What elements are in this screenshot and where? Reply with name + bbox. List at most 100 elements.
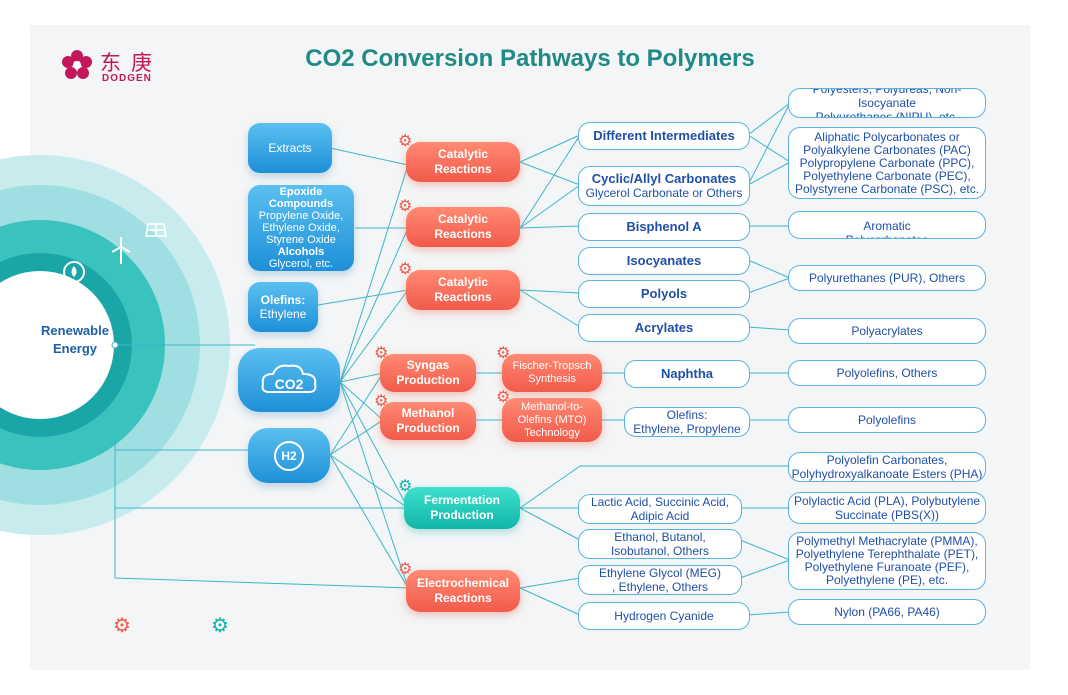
pur-label: Polyurethanes (PUR), Others: [808, 271, 966, 285]
catalytic-reactions-1: Catalytic Reactions: [406, 142, 520, 182]
bisphenol-label: Bisphenol A: [626, 219, 702, 234]
catalytic-2-label: Catalytic Reactions: [434, 212, 492, 241]
methanol-production: Methanol Production: [380, 402, 476, 440]
cyclic-allyl-carbonates: Cyclic/Allyl Carbonates Glycerol Carbona…: [578, 166, 750, 206]
polyolefins-others-label: Polyolefins, Others: [836, 366, 938, 380]
wind-turbine-icon: [108, 235, 134, 265]
alcohols-title: Alcohols: [277, 246, 325, 258]
bisphenol-a: Bisphenol A: [578, 213, 750, 241]
h2-label: H2: [274, 440, 304, 471]
product-polyacrylates: Polyacrylates: [788, 318, 986, 344]
product-pla: Polylactic Acid (PLA), Polybutylene Succ…: [788, 492, 986, 524]
extracts-box: Extracts: [248, 123, 332, 173]
methanol-label: Methanol Production: [396, 406, 460, 435]
pla-label: Polylactic Acid (PLA), Polybutylene Succ…: [793, 494, 981, 522]
inner-circle: [0, 271, 114, 419]
gear-icon: ⚙: [496, 389, 511, 406]
aromatic-label: Aromatic Polycarbonates: [846, 219, 929, 238]
syngas-label: Syngas Production: [396, 358, 460, 387]
syngas-production: Syngas Production: [380, 354, 476, 392]
product-aromatic-polycarbonates: Aromatic Polycarbonates: [788, 211, 986, 239]
cyclic-sub: Glycerol Carbonate or Others: [585, 186, 743, 200]
polyacrylates-label: Polyacrylates: [851, 324, 923, 338]
cyclic-title: Cyclic/Allyl Carbonates: [591, 171, 737, 186]
product-polyolefins: Polyolefins: [788, 407, 986, 433]
different-intermediates: Different Intermediates: [578, 122, 750, 150]
gear-icon: ⚙: [374, 393, 389, 410]
gear-icon: ⚙: [496, 345, 511, 362]
acrylates: Acrylates: [578, 314, 750, 342]
logo-chinese: 东庚: [100, 51, 162, 75]
flower-logo-icon: [60, 48, 94, 82]
gear-icon: ⚙: [113, 615, 131, 637]
product-nipu: Polyesters, Polyureas, Non-Isocyanate Po…: [788, 88, 986, 118]
epoxide-title: Epoxide Compounds: [268, 186, 334, 210]
catalytic-reactions-3: Catalytic Reactions: [406, 270, 520, 310]
lactic-succinic-adipic: Lactic Acid, Succinic Acid, Adipic Acid: [578, 494, 742, 524]
acrylates-label: Acrylates: [634, 320, 694, 335]
polyols: Polyols: [578, 280, 750, 308]
nipu-label: Polyesters, Polyureas, Non-Isocyanate Po…: [812, 88, 962, 118]
logo-brand: DODGEN: [102, 73, 152, 84]
gear-icon: ⚙: [398, 261, 413, 278]
olefins-title: Olefins:: [260, 293, 306, 307]
isocyanates-label: Isocyanates: [626, 253, 702, 268]
gear-icon: ⚙: [398, 478, 413, 495]
gear-icon: ⚙: [398, 198, 413, 215]
fermentation-label: Fermentation Production: [423, 493, 500, 522]
pha-label: Polyolefin Carbonates, Polyhydroxyalkano…: [791, 453, 983, 481]
catalytic-3-label: Catalytic Reactions: [434, 275, 492, 304]
olefins-ep-label: Olefins: Ethylene, Propylene: [633, 408, 741, 436]
polyolefins-label: Polyolefins: [857, 413, 917, 427]
catalytic-1-label: Catalytic Reactions: [434, 147, 492, 176]
catalytic-reactions-2: Catalytic Reactions: [406, 207, 520, 247]
product-pac: Aliphatic Polycarbonates or Polyalkylene…: [788, 127, 986, 199]
gear-icon: ⚙: [398, 561, 413, 578]
pmma-label: Polymethyl Methacrylate (PMMA), Polyethy…: [795, 534, 979, 587]
olefins-input-box: Olefins: Ethylene: [248, 282, 318, 332]
product-polyolefins-others: Polyolefins, Others: [788, 360, 986, 386]
ethanol-label: Ethanol, Butanol, Isobutanol, Others: [610, 530, 710, 558]
naphtha: Naphtha: [624, 360, 750, 388]
alcohols-items: Glycerol, etc.: [268, 258, 334, 270]
pac-label: Aliphatic Polycarbonates or Polyalkylene…: [794, 129, 980, 196]
fischer-tropsch-label: Fischer-Tropsch Synthesis: [512, 360, 592, 385]
product-pur: Polyurethanes (PUR), Others: [788, 265, 986, 291]
hydrogen-cyanide: Hydrogen Cyanide: [578, 602, 750, 630]
page-title: CO2 Conversion Pathways to Polymers: [305, 45, 755, 72]
mto-technology: Methanol-to-Olefins (MTO) Technology: [502, 398, 602, 442]
polyols-label: Polyols: [640, 286, 688, 301]
epoxide-box: Epoxide Compounds Propylene Oxide, Ethyl…: [248, 185, 354, 271]
renewable-energy-label: Renewable Energy: [41, 323, 109, 356]
co2-box: CO2: [238, 348, 340, 412]
extracts-label: Extracts: [268, 141, 312, 155]
product-pmma: Polymethyl Methacrylate (PMMA), Polyethy…: [788, 532, 986, 590]
ethanol-butanol: Ethanol, Butanol, Isobutanol, Others: [578, 529, 742, 559]
meg-label: Ethylene Glycol (MEG) , Ethylene, Others: [598, 566, 722, 594]
water-drop-icon: [62, 260, 86, 284]
co2-label: CO2: [274, 376, 304, 392]
ethylene-glycol: Ethylene Glycol (MEG) , Ethylene, Others: [578, 565, 742, 595]
fischer-tropsch-synthesis: Fischer-Tropsch Synthesis: [502, 354, 602, 392]
gear-icon: ⚙: [398, 133, 413, 150]
gear-icon: ⚙: [374, 345, 389, 362]
mto-label: Methanol-to-Olefins (MTO) Technology: [517, 400, 587, 439]
lactic-label: Lactic Acid, Succinic Acid, Adipic Acid: [590, 495, 730, 523]
solar-panel-icon: [145, 222, 167, 240]
electrochemical-label: Electrochemical Reactions: [416, 576, 510, 605]
epoxide-items: Propylene Oxide, Ethylene Oxide, Styrene…: [258, 210, 344, 246]
olefins-items: Ethylene: [259, 307, 307, 321]
h2-box: H2: [248, 428, 330, 483]
olefins-ethylene-propylene: Olefins: Ethylene, Propylene: [624, 407, 750, 437]
isocyanates: Isocyanates: [578, 247, 750, 275]
nylon-label: Nylon (PA66, PA46): [834, 605, 940, 619]
hcn-label: Hydrogen Cyanide: [614, 609, 714, 623]
fermentation-production: Fermentation Production: [404, 487, 520, 529]
different-intermediates-label: Different Intermediates: [593, 128, 735, 143]
product-nylon: Nylon (PA66, PA46): [788, 599, 986, 625]
electrochemical-reactions: Electrochemical Reactions: [406, 570, 520, 612]
gear-icon: ⚙: [211, 615, 229, 637]
cloud-icon: [261, 364, 317, 393]
product-pha: Polyolefin Carbonates, Polyhydroxyalkano…: [788, 452, 986, 482]
